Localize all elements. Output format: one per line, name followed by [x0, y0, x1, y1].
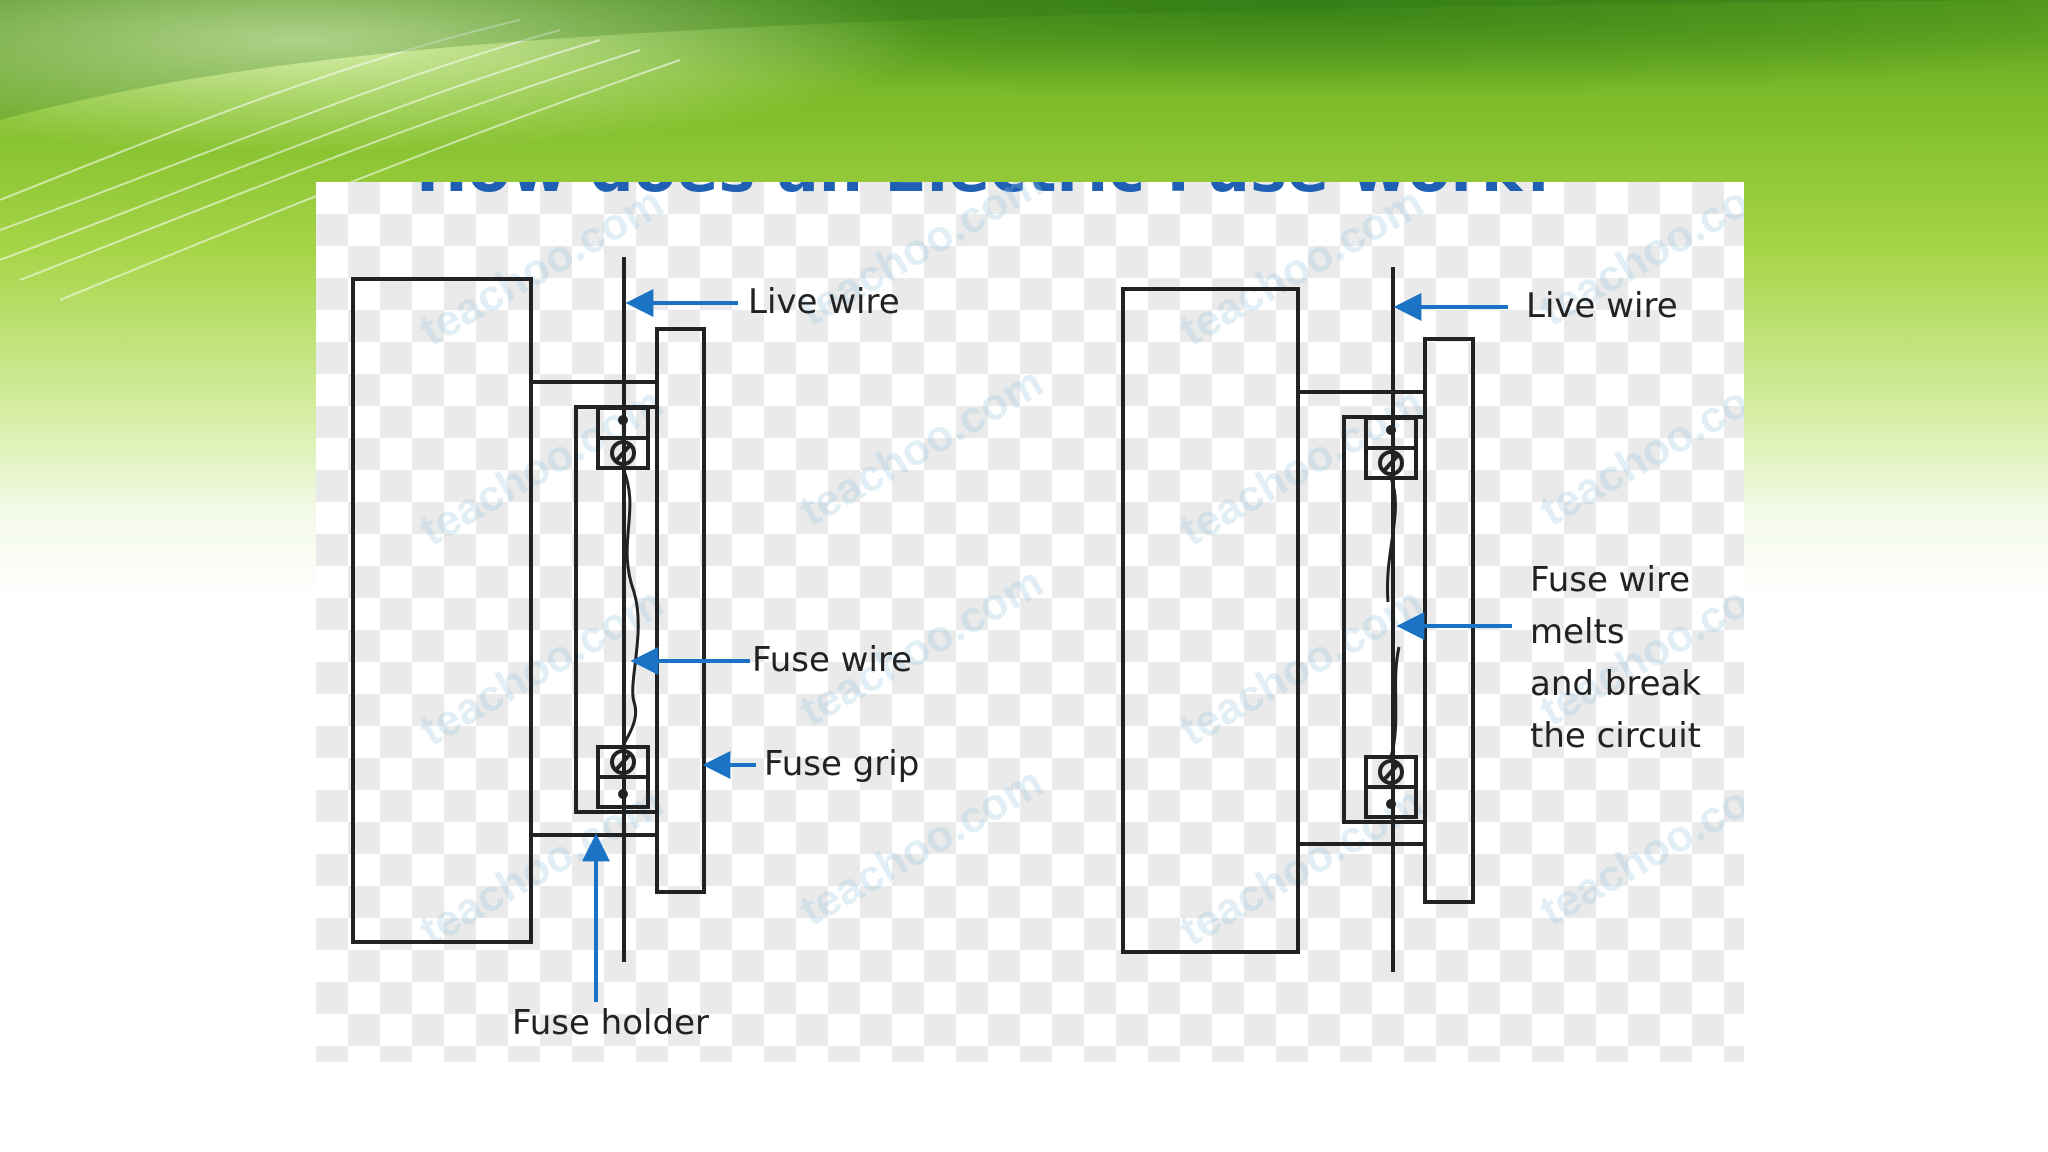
label-fuse-grip-left: Fuse grip [764, 744, 920, 784]
fuse-wire-melted-top [1385, 477, 1397, 603]
fuse-carrier-right [1423, 337, 1475, 904]
diagram-panel: How does an Electric Fuse work? teachoo.… [316, 182, 1744, 1062]
label-live-wire-left: Live wire [748, 282, 900, 322]
nav-mask [240, 920, 316, 1040]
melted-fuse-diagram [1121, 267, 1475, 972]
label-fuse-melts-right: Fuse wire melts and break the circuit [1530, 560, 1702, 756]
fuse-base-block-right [1121, 287, 1300, 954]
label-fuse-holder-left: Fuse holder [512, 1003, 709, 1043]
fuse-grip-bottom-left-lower [596, 775, 650, 809]
screw-bottom-right [1378, 759, 1404, 785]
screw-bottom-left [610, 749, 636, 775]
screw-top-left [610, 440, 636, 466]
fuse-carrier-left [655, 327, 706, 894]
fuse-base-block-left [351, 277, 533, 944]
screw-top-right [1378, 450, 1404, 476]
fuse-wire-melted-bottom [1389, 646, 1401, 758]
intact-fuse-diagram [351, 257, 706, 962]
label-fuse-wire-left: Fuse wire [752, 640, 913, 680]
fuse-mount-right [1298, 390, 1425, 846]
label-live-wire-right: Live wire [1526, 286, 1678, 326]
fuse-diagram [351, 257, 1512, 1002]
slide-title-cropped: How does an Electric Fuse work? [416, 182, 1646, 200]
fuse-wire-intact [621, 467, 640, 748]
fuse-grip-bottom-right-lower [1364, 785, 1418, 819]
